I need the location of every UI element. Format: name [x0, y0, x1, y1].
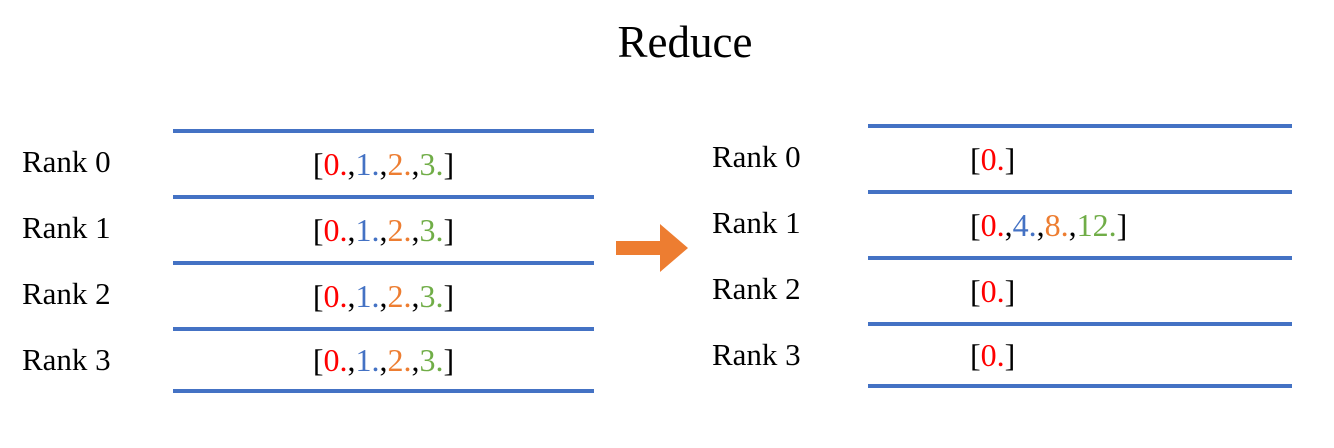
- table-row: Rank 1 [0., 4., 8., 12.]: [712, 190, 1292, 256]
- table-row: Rank 0 [0., 1., 2., 3.]: [22, 129, 594, 195]
- vector-segment: 0.: [980, 272, 1005, 309]
- vector-segment: [: [312, 277, 324, 314]
- vector-segment: ]: [443, 211, 455, 248]
- vector-segment: [: [312, 341, 324, 378]
- vector-segment: ,: [379, 341, 388, 378]
- tensor-value: [0., 1., 2., 3.]: [173, 261, 594, 327]
- table-row: Rank 0 [0.]: [712, 124, 1292, 190]
- vector-segment: ,: [379, 211, 388, 248]
- tensor-value: [0.]: [868, 256, 1292, 322]
- tensor-value: [0., 4., 8., 12.]: [868, 190, 1292, 256]
- vector-segment: ]: [443, 341, 455, 378]
- vector-segment: ]: [1116, 206, 1128, 243]
- table-row: Rank 2 [0., 1., 2., 3.]: [22, 261, 594, 327]
- vector-segment: 0.: [980, 206, 1005, 243]
- vector-segment: ]: [443, 145, 455, 182]
- vector-segment: [: [312, 211, 324, 248]
- vector-segment: [: [970, 336, 981, 373]
- vector-segment: 12.: [1076, 206, 1117, 243]
- vector-segment: 0.: [980, 336, 1005, 373]
- left-table: Rank 0 [0., 1., 2., 3.] Rank 1 [0., 1., …: [22, 129, 594, 393]
- vector-segment: ]: [443, 277, 455, 314]
- right-table: Rank 0 [0.] Rank 1 [0., 4., 8., 12.] Ran…: [712, 124, 1292, 388]
- page-title: Reduce: [617, 17, 753, 67]
- vector-segment: 1.: [355, 211, 380, 248]
- vector-segment: ,: [347, 341, 356, 378]
- tensor-value: [0., 1., 2., 3.]: [173, 195, 594, 261]
- vector-segment: ]: [1004, 140, 1016, 177]
- vector-segment: ,: [411, 145, 420, 182]
- vector-segment: [: [970, 140, 981, 177]
- rank-label: Rank 2: [22, 276, 111, 311]
- table-row: Rank 3 [0., 1., 2., 3.]: [22, 327, 594, 393]
- tensor-value: [0., 1., 2., 3.]: [173, 327, 594, 393]
- rank-label: Rank 0: [22, 144, 111, 179]
- table-row: Rank 2 [0.]: [712, 256, 1292, 322]
- table-row: Rank 1 [0., 1., 2., 3.]: [22, 195, 594, 261]
- vector-segment: 8.: [1044, 206, 1069, 243]
- vector-segment: ,: [347, 145, 356, 182]
- vector-segment: ,: [379, 145, 388, 182]
- vector-segment: 3.: [419, 277, 444, 314]
- vector-segment: ,: [347, 277, 356, 314]
- vector-segment: 0.: [323, 277, 348, 314]
- rank-label: Rank 2: [712, 271, 801, 306]
- vector-segment: 0.: [323, 211, 348, 248]
- vector-segment: [: [312, 145, 324, 182]
- vector-segment: 0.: [323, 145, 348, 182]
- vector-segment: 0.: [323, 341, 348, 378]
- vector-segment: 3.: [419, 211, 444, 248]
- vector-segment: ,: [411, 277, 420, 314]
- vector-segment: ,: [1004, 206, 1013, 243]
- vector-segment: [: [970, 272, 981, 309]
- vector-segment: 1.: [355, 145, 380, 182]
- right-arrow-icon: [616, 224, 688, 272]
- tensor-value: [0.]: [868, 124, 1292, 190]
- vector-segment: ,: [411, 211, 420, 248]
- vector-segment: ,: [1068, 206, 1077, 243]
- tensor-value: [0., 1., 2., 3.]: [173, 129, 594, 195]
- vector-segment: 3.: [419, 145, 444, 182]
- tensor-value: [0.]: [868, 322, 1292, 388]
- rank-label: Rank 3: [22, 342, 111, 377]
- rank-label: Rank 0: [712, 139, 801, 174]
- vector-segment: 0.: [980, 140, 1005, 177]
- vector-segment: 2.: [387, 145, 412, 182]
- vector-segment: [: [970, 206, 981, 243]
- rank-label: Rank 1: [712, 205, 801, 240]
- vector-segment: ]: [1004, 336, 1016, 373]
- vector-segment: 1.: [355, 277, 380, 314]
- vector-segment: 1.: [355, 341, 380, 378]
- vector-segment: 3.: [419, 341, 444, 378]
- vector-segment: 2.: [387, 277, 412, 314]
- vector-segment: ,: [379, 277, 388, 314]
- vector-segment: 2.: [387, 211, 412, 248]
- table-row: Rank 3 [0.]: [712, 322, 1292, 388]
- vector-segment: ,: [347, 211, 356, 248]
- vector-segment: ,: [411, 341, 420, 378]
- vector-segment: 2.: [387, 341, 412, 378]
- rank-label: Rank 3: [712, 337, 801, 372]
- rank-label: Rank 1: [22, 210, 111, 245]
- vector-segment: ,: [1036, 206, 1045, 243]
- vector-segment: ]: [1004, 272, 1016, 309]
- vector-segment: 4.: [1012, 206, 1037, 243]
